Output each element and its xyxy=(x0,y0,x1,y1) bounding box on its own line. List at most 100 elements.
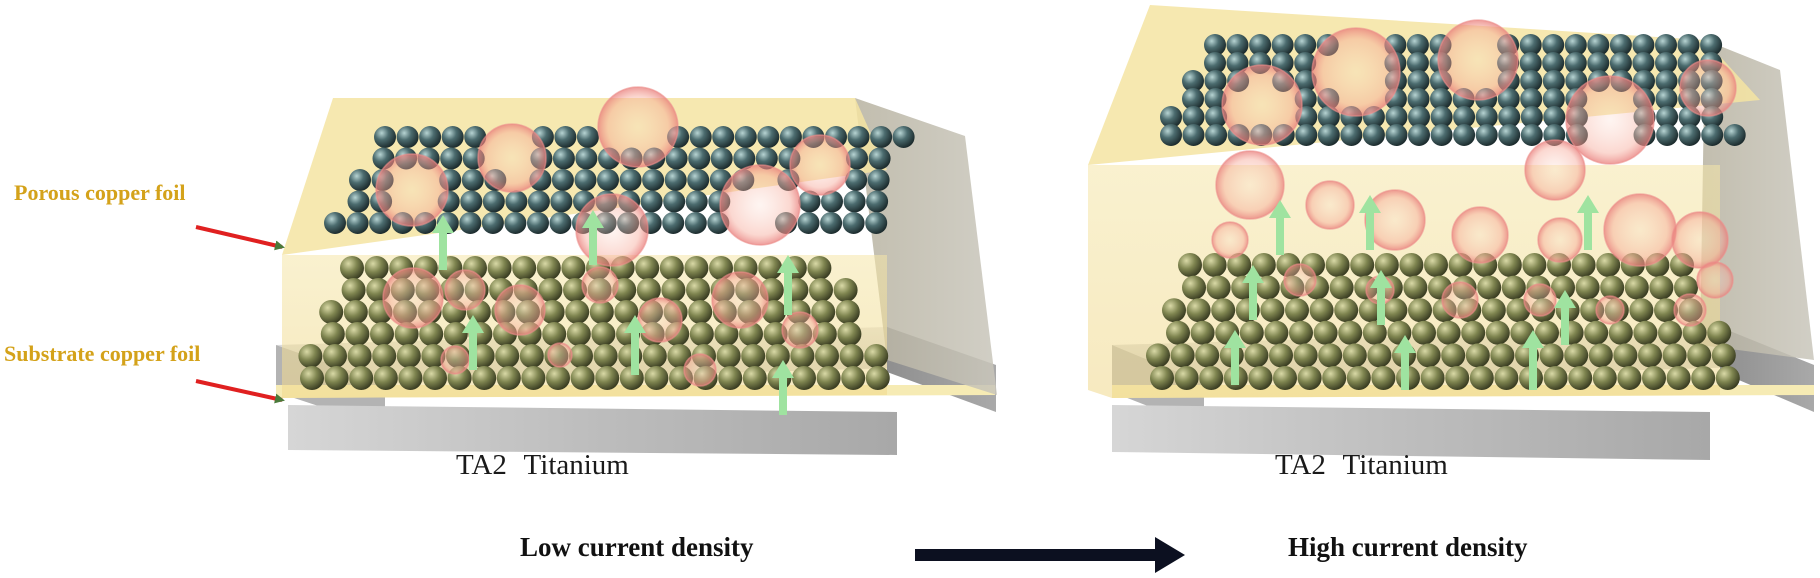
copper-particle xyxy=(1453,124,1476,146)
red-pointer-arrow-icon xyxy=(195,379,285,404)
substrate-particle xyxy=(1711,343,1736,368)
copper-particle xyxy=(1655,88,1678,110)
green-growth-arrow-icon xyxy=(1242,265,1264,320)
substrate-particle xyxy=(835,300,860,324)
substrate-particle xyxy=(1190,320,1215,345)
substrate-particle xyxy=(343,300,368,324)
substrate-particle xyxy=(1399,253,1424,277)
copper-particle xyxy=(1385,106,1408,128)
substrate-particle xyxy=(1600,275,1625,300)
copper-particle xyxy=(1294,70,1317,92)
substrate-particle xyxy=(1211,298,1236,323)
substrate-particle xyxy=(812,322,837,346)
substrate-particle xyxy=(1568,366,1593,390)
bubble xyxy=(1537,217,1583,263)
arrow-head xyxy=(1370,270,1392,288)
copper-particle xyxy=(1542,88,1565,110)
substrate-particle xyxy=(1244,343,1269,368)
substrate-particle xyxy=(1350,253,1375,277)
green-growth-arrow-icon xyxy=(1554,290,1576,345)
substrate-particle xyxy=(1174,366,1199,390)
bubble xyxy=(1673,293,1707,327)
copper-particle xyxy=(1271,34,1294,56)
copper-particle xyxy=(1587,52,1610,74)
substrate-particle xyxy=(1436,320,1461,345)
substrate-particle xyxy=(635,256,660,280)
substrate-particle xyxy=(1588,343,1613,368)
copper-particle xyxy=(1520,88,1543,110)
substrate-particle xyxy=(364,256,389,280)
substrate-particle xyxy=(1285,298,1309,323)
copper-particle xyxy=(1205,106,1228,128)
copper-particle xyxy=(1430,124,1453,146)
copper-particle xyxy=(665,147,688,170)
bubble xyxy=(711,271,769,329)
bubble xyxy=(1211,221,1249,259)
copper-particle xyxy=(1520,124,1543,146)
substrate-particle xyxy=(1383,298,1408,323)
bubble xyxy=(789,134,851,196)
substrate-particle xyxy=(472,366,497,390)
substrate-particle xyxy=(1322,366,1347,390)
copper-particle xyxy=(1160,106,1182,128)
substrate-particle xyxy=(659,256,684,280)
substrate-particle xyxy=(1273,366,1297,390)
substrate-particle xyxy=(809,278,833,302)
green-growth-arrow-icon xyxy=(582,210,604,265)
substrate-particle xyxy=(1522,253,1547,277)
copper-particle xyxy=(1430,106,1453,128)
substrate-particle xyxy=(1461,320,1486,345)
copper-particle xyxy=(662,212,685,234)
bubble xyxy=(444,269,486,311)
arrow-head xyxy=(1394,335,1416,353)
bubble xyxy=(1671,211,1729,269)
copper-particle xyxy=(619,169,642,191)
substrate-particle xyxy=(496,366,521,390)
substrate-particle xyxy=(347,344,372,368)
copper-particle xyxy=(1497,88,1520,110)
substrate-particle xyxy=(1543,366,1568,390)
substrate-particle xyxy=(1313,320,1338,345)
copper-particle xyxy=(441,126,464,148)
substrate-particle xyxy=(614,300,639,324)
copper-particle xyxy=(1182,124,1205,146)
substrate-particle xyxy=(423,366,447,390)
arrow-shaft xyxy=(1249,281,1257,320)
copper-particle xyxy=(527,190,550,213)
copper-particle xyxy=(1294,34,1317,56)
green-growth-arrow-icon xyxy=(1522,330,1544,390)
copper-particle xyxy=(1182,106,1205,128)
copper-particle xyxy=(460,190,483,213)
substrate-particle xyxy=(841,366,866,390)
substrate-particle xyxy=(1412,320,1436,345)
substrate-particle xyxy=(536,256,561,280)
substrate-particle xyxy=(1662,343,1687,368)
copper-particle xyxy=(757,126,780,148)
substrate-particle xyxy=(570,366,595,390)
copper-particle xyxy=(1406,34,1429,56)
substrate-particle xyxy=(1501,275,1526,300)
copper-particle xyxy=(440,147,463,170)
substrate-particle xyxy=(686,278,710,302)
copper-particle xyxy=(1723,124,1746,146)
substrate-particle xyxy=(495,344,520,368)
copper-particle xyxy=(1609,34,1632,56)
bubble xyxy=(1603,193,1677,267)
substrate-particle xyxy=(419,322,444,346)
substrate-particle xyxy=(1150,366,1174,390)
substrate-particle xyxy=(689,322,714,346)
bubble xyxy=(1696,261,1734,299)
substrate-particle xyxy=(1416,343,1441,368)
substrate-particle xyxy=(1374,253,1399,277)
substrate-particle xyxy=(1338,320,1363,345)
arrow-head xyxy=(582,210,604,228)
green-growth-arrow-icon xyxy=(432,215,454,270)
substrate-particle xyxy=(839,344,864,368)
copper-particle xyxy=(1520,70,1543,92)
substrate-particle xyxy=(714,322,739,346)
substrate-particle xyxy=(1289,320,1313,345)
copper-particle xyxy=(1407,88,1430,110)
copper-particle xyxy=(1294,52,1317,74)
substrate-particle xyxy=(1334,298,1359,323)
copper-particle xyxy=(1701,124,1724,146)
